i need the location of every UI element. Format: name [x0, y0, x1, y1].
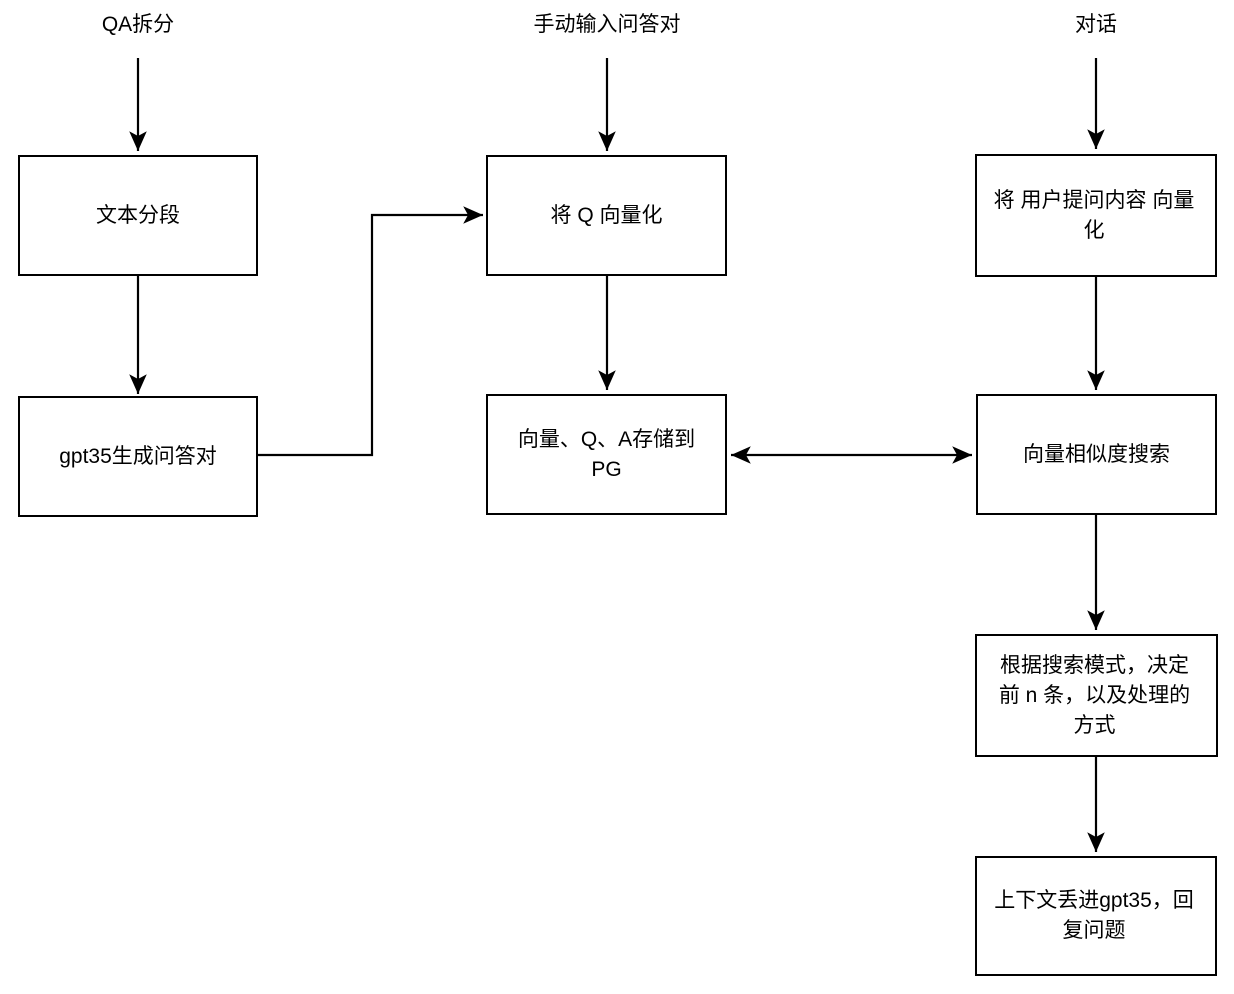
node-vector-similarity-search[interactable]: 向量相似度搜索 — [976, 394, 1217, 515]
node-text-chunking[interactable]: 文本分段 — [18, 155, 258, 276]
edge-gpt35-to-vectorize-q — [258, 206, 483, 457]
node-vectorize-q[interactable]: 将 Q 向量化 — [486, 155, 727, 276]
label-qa-split: QA拆分 — [101, 13, 175, 36]
node-gpt35-generate-qa[interactable]: gpt35生成问答对 — [18, 396, 258, 517]
node-search-mode-topn-label: 根据搜索模式，决定 前 n 条，以及处理的 方式 — [998, 653, 1191, 737]
node-store-to-pg[interactable]: 向量、Q、A存储到 PG — [486, 394, 727, 515]
node-gpt35-generate-qa-label: gpt35生成问答对 — [59, 444, 217, 468]
node-text-chunking-label: 文本分段 — [96, 203, 180, 227]
label-dialogue: 对话 — [1075, 13, 1117, 36]
node-store-to-pg-label: 向量、Q、A存储到 PG — [517, 427, 696, 481]
node-context-to-gpt35-label: 上下文丢进gpt35，回 复问题 — [994, 889, 1194, 942]
node-vector-similarity-search-label: 向量相似度搜索 — [1023, 442, 1170, 466]
label-manual-input: 手动输入问答对 — [533, 13, 681, 36]
node-vectorize-q-label: 将 Q 向量化 — [550, 203, 663, 227]
node-search-mode-topn[interactable]: 根据搜索模式，决定 前 n 条，以及处理的 方式 — [975, 634, 1218, 757]
node-context-to-gpt35[interactable]: 上下文丢进gpt35，回 复问题 — [975, 856, 1217, 976]
node-vectorize-user-question[interactable]: 将 用户提问内容 向量 化 — [975, 154, 1217, 277]
node-vectorize-user-question-label: 将 用户提问内容 向量 化 — [993, 188, 1195, 242]
